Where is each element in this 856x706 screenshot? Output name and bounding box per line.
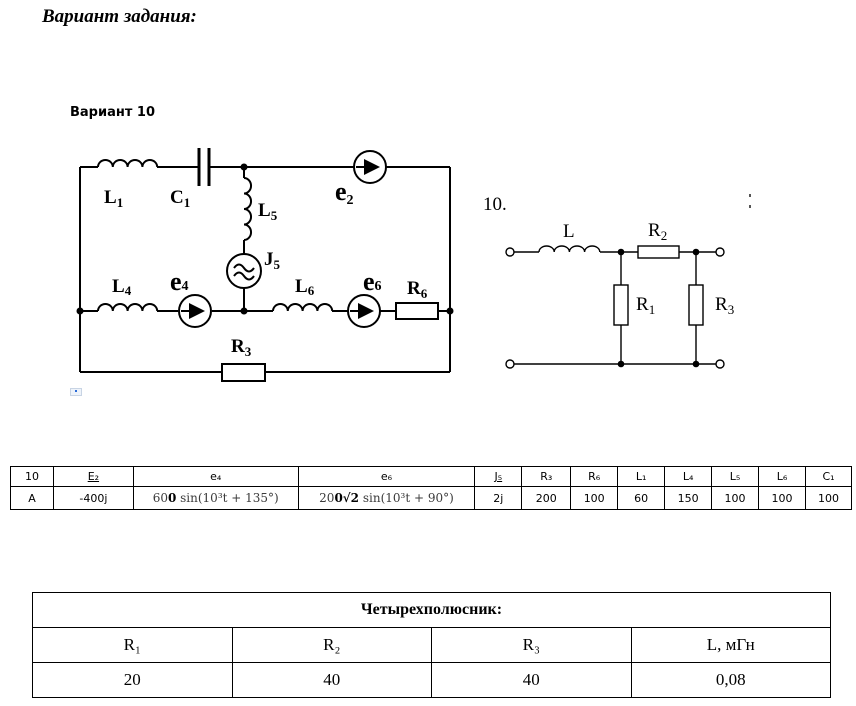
resistor-R3: [221, 363, 266, 382]
inductor-L5: [243, 177, 252, 241]
header-cell: e₆: [297, 466, 476, 487]
object-anchor-icon[interactable]: [70, 388, 82, 396]
header-cell: R₂: [231, 627, 432, 663]
inductor-L1: [97, 159, 159, 168]
inductor-L6: [272, 303, 334, 312]
label-e2: e2: [335, 177, 354, 208]
resistor-R1: [613, 284, 629, 326]
header-cell: R₆: [570, 466, 619, 487]
cell-C1: 100: [804, 486, 853, 510]
cell-variant: A: [10, 486, 54, 510]
cell-L1: 60: [617, 486, 666, 510]
value-cell: 40: [431, 662, 632, 698]
quadripole-table: Четырехполюсник: R₁ R₂ R₃ L, мГн 20 40 4…: [32, 592, 831, 698]
label-L: L: [563, 221, 575, 242]
quadripole-table-title: Четырехполюсник:: [32, 592, 831, 628]
value-cell: 40: [231, 662, 432, 698]
value-cell: 20: [32, 662, 233, 698]
header-cell: 10: [10, 466, 54, 487]
label-C1: C1: [170, 187, 190, 210]
cell-R3: 200: [521, 486, 572, 510]
label-R3: R3: [231, 336, 252, 359]
header-cell: C₁: [804, 466, 853, 487]
label-e4: e4: [170, 267, 189, 296]
parameters-table: 10 E₂ e₄ e₆ J₅ R₃ R₆ L₁ L₄ L₅ L₆ C₁ A -4…: [10, 466, 853, 510]
cell-R6: 100: [570, 486, 619, 510]
resistor-R6: [395, 302, 439, 320]
current-source-J5: [226, 253, 262, 289]
resistor-R2: [637, 245, 680, 259]
cell-J5: 2j: [474, 486, 523, 510]
label-e6: e6: [363, 267, 382, 296]
circuit-diagram: L1 C1 L5 J5 e2 L4 e4 L6 e6 R6 R3 10.: [76, 148, 751, 382]
label-J5: J5: [264, 249, 281, 272]
inductor-L4: [97, 303, 159, 312]
junction-dots: [76, 163, 454, 315]
label-L6: L6: [295, 276, 315, 298]
table-header-row: R₁ R₂ R₃ L, мГн: [32, 627, 831, 663]
header-cell: L₆: [758, 466, 806, 487]
header-cell: L₄: [664, 466, 713, 487]
capacitor-C1: [197, 148, 211, 186]
header-cell: E₂: [52, 466, 134, 487]
terminal: [715, 359, 725, 369]
quadripole-number: 10.: [483, 194, 507, 215]
value-cell: 0,08: [630, 662, 831, 698]
table-row: 20 40 40 0,08: [32, 662, 831, 698]
quadripole-diagram: 10. L R2 R1 R3: [483, 194, 751, 369]
header-cell: L, мГн: [630, 627, 831, 663]
cell-L5: 100: [711, 486, 760, 510]
cell-e6: 200√2 sin(10³t + 90°): [297, 486, 476, 510]
variant-label: Вариант 10: [70, 105, 156, 120]
label-L1: L1: [104, 187, 123, 210]
header-cell: L₁: [617, 466, 666, 487]
cell-e4: 600 sin(10³t + 135°): [132, 486, 299, 510]
resistor-R3-quad: [688, 284, 704, 326]
cell-L4: 150: [664, 486, 713, 510]
header-cell: R₁: [32, 627, 233, 663]
terminal: [715, 247, 725, 257]
label-L5: L5: [258, 200, 278, 223]
label-L4: L4: [112, 276, 132, 298]
header-cell: J₅: [474, 466, 523, 487]
emf-source-e2: [353, 150, 387, 184]
label-R1: R1: [636, 294, 655, 317]
table-header-row: 10 E₂ e₄ e₆ J₅ R₃ R₆ L₁ L₄ L₅ L₆ C₁: [10, 466, 853, 487]
emf-source-e6: [347, 294, 381, 328]
inductor-L: [538, 245, 601, 253]
cell-E2: -400j: [52, 486, 134, 510]
label-R6: R6: [407, 278, 428, 301]
cell-L6: 100: [758, 486, 806, 510]
terminal: [505, 359, 515, 369]
header-cell: L₅: [711, 466, 760, 487]
header-cell: R₃: [521, 466, 572, 487]
table-row: A -400j 600 sin(10³t + 135°) 200√2 sin(1…: [10, 486, 853, 510]
terminal: [505, 247, 515, 257]
label-R3-quad: R3: [715, 294, 734, 317]
header-cell: R₃: [431, 627, 632, 663]
emf-source-e4: [178, 294, 212, 328]
task-title: Вариант задания:: [42, 6, 197, 27]
label-R2: R2: [648, 220, 667, 243]
header-cell: e₄: [132, 466, 299, 487]
